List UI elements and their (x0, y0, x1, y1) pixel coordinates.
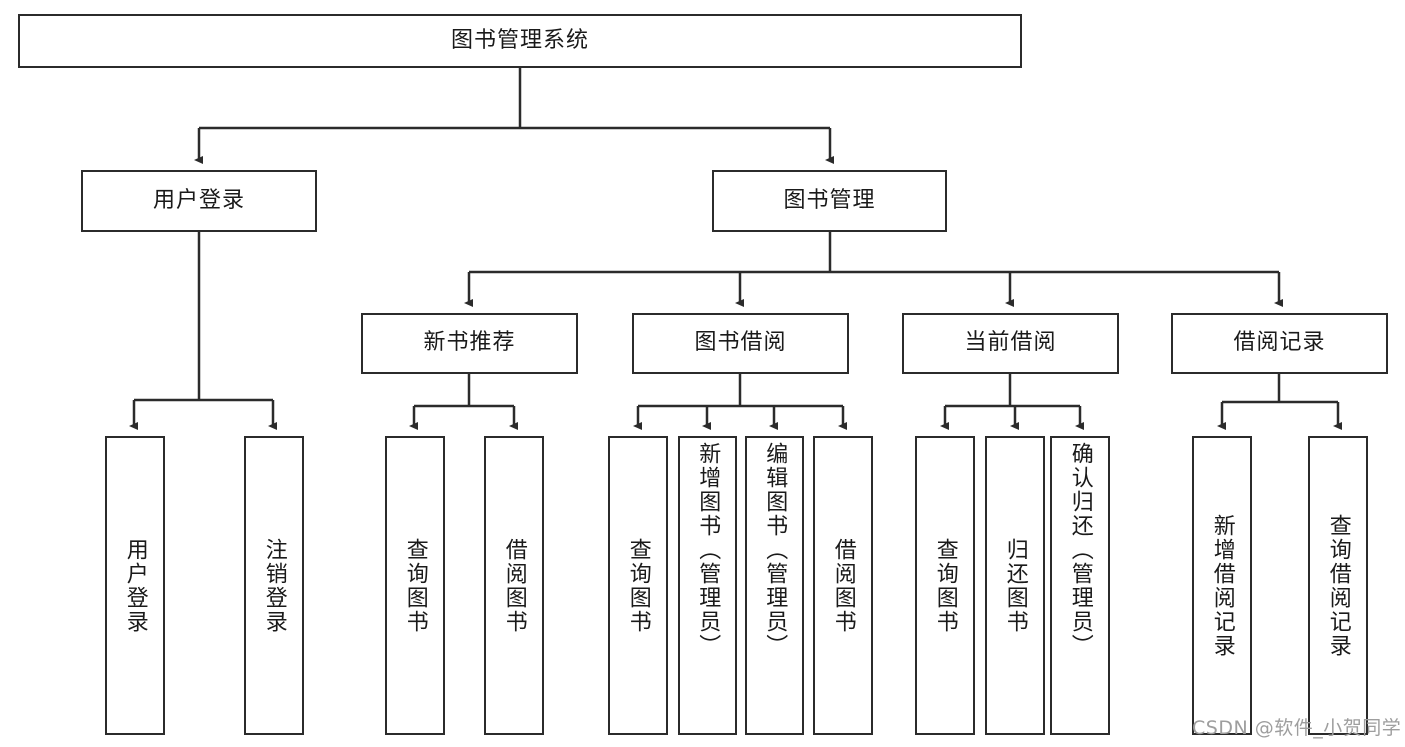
node-leaf-return-book[interactable]: 归还图书 (985, 436, 1045, 735)
node-book-management[interactable]: 图书管理 (712, 170, 947, 232)
node-new-book-recommend[interactable]: 新书推荐 (361, 313, 578, 374)
node-root-book-management-system[interactable]: 图书管理系统 (18, 14, 1022, 68)
node-label: 编辑图书（管理员） (762, 442, 788, 658)
node-leaf-edit-book-admin[interactable]: 编辑图书（管理员） (745, 436, 804, 735)
node-label: 新书推荐 (423, 330, 516, 356)
node-label: 借阅图书 (830, 537, 856, 634)
node-leaf-user-login[interactable]: 用户登录 (105, 436, 165, 735)
node-leaf-logout[interactable]: 注销登录 (244, 436, 304, 735)
node-label: 注销登录 (261, 537, 287, 634)
node-label: 图书借阅 (694, 330, 787, 356)
node-book-borrow[interactable]: 图书借阅 (632, 313, 849, 374)
node-label: 当前借阅 (964, 330, 1057, 356)
node-leaf-borrow-book-recommend[interactable]: 借阅图书 (484, 436, 544, 735)
node-label: 用户登录 (122, 537, 148, 634)
node-leaf-query-book-recommend[interactable]: 查询图书 (385, 436, 445, 735)
node-label: 新增借阅记录 (1209, 513, 1235, 658)
node-leaf-query-borrow-record[interactable]: 查询借阅记录 (1308, 436, 1368, 735)
node-leaf-add-book-admin[interactable]: 新增图书（管理员） (678, 436, 737, 735)
node-label: 借阅记录 (1233, 330, 1326, 356)
node-borrow-record[interactable]: 借阅记录 (1171, 313, 1388, 374)
node-current-borrow[interactable]: 当前借阅 (902, 313, 1119, 374)
node-leaf-query-book-borrow[interactable]: 查询图书 (608, 436, 668, 735)
node-label: 新增图书（管理员） (695, 442, 721, 658)
node-user-login[interactable]: 用户登录 (81, 170, 317, 232)
node-label: 借阅图书 (501, 537, 527, 634)
node-label: 查询借阅记录 (1325, 513, 1351, 658)
node-leaf-add-borrow-record[interactable]: 新增借阅记录 (1192, 436, 1252, 735)
node-leaf-borrow-book[interactable]: 借阅图书 (813, 436, 873, 735)
node-label: 确认归还（管理员） (1067, 442, 1093, 658)
node-label: 归还图书 (1002, 537, 1028, 634)
node-label: 图书管理系统 (450, 27, 589, 53)
node-label: 用户登录 (152, 187, 245, 213)
node-leaf-query-book-current[interactable]: 查询图书 (915, 436, 975, 735)
node-label: 查询图书 (625, 537, 651, 634)
node-leaf-confirm-return-admin[interactable]: 确认归还（管理员） (1050, 436, 1110, 735)
node-label: 查询图书 (402, 537, 428, 634)
node-label: 图书管理 (783, 187, 876, 213)
csdn-watermark: CSDN @软件_小贺同学 (1192, 717, 1402, 739)
node-label: 查询图书 (932, 537, 958, 634)
